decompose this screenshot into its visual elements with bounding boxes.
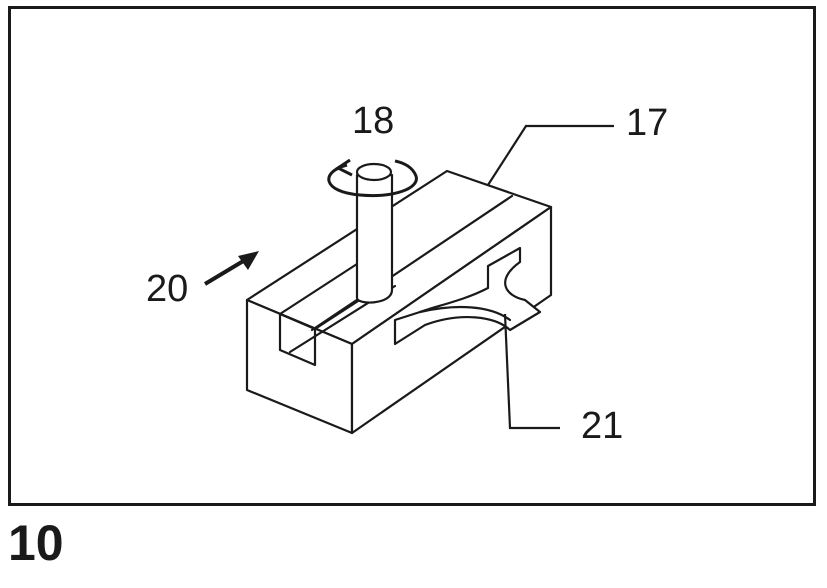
notch-inner-curve <box>418 305 512 322</box>
figure-frame <box>8 6 816 506</box>
leader-17 <box>487 124 614 186</box>
notch-cutout <box>393 246 542 346</box>
shaft-body <box>355 173 394 304</box>
leader-21 <box>503 313 560 430</box>
direction-arrow-icon <box>203 251 259 286</box>
slot-front-opening <box>278 312 317 367</box>
top-face-ridge <box>310 194 514 332</box>
callout-18: 18 <box>352 100 394 142</box>
figure-number: 10 <box>8 515 64 571</box>
shaft-top <box>355 162 393 182</box>
callout-17: 17 <box>626 102 668 144</box>
callout-20: 20 <box>146 268 188 310</box>
callout-21: 21 <box>581 405 623 447</box>
slot-left-edge <box>278 262 359 316</box>
rotation-arrow-icon <box>327 158 418 198</box>
